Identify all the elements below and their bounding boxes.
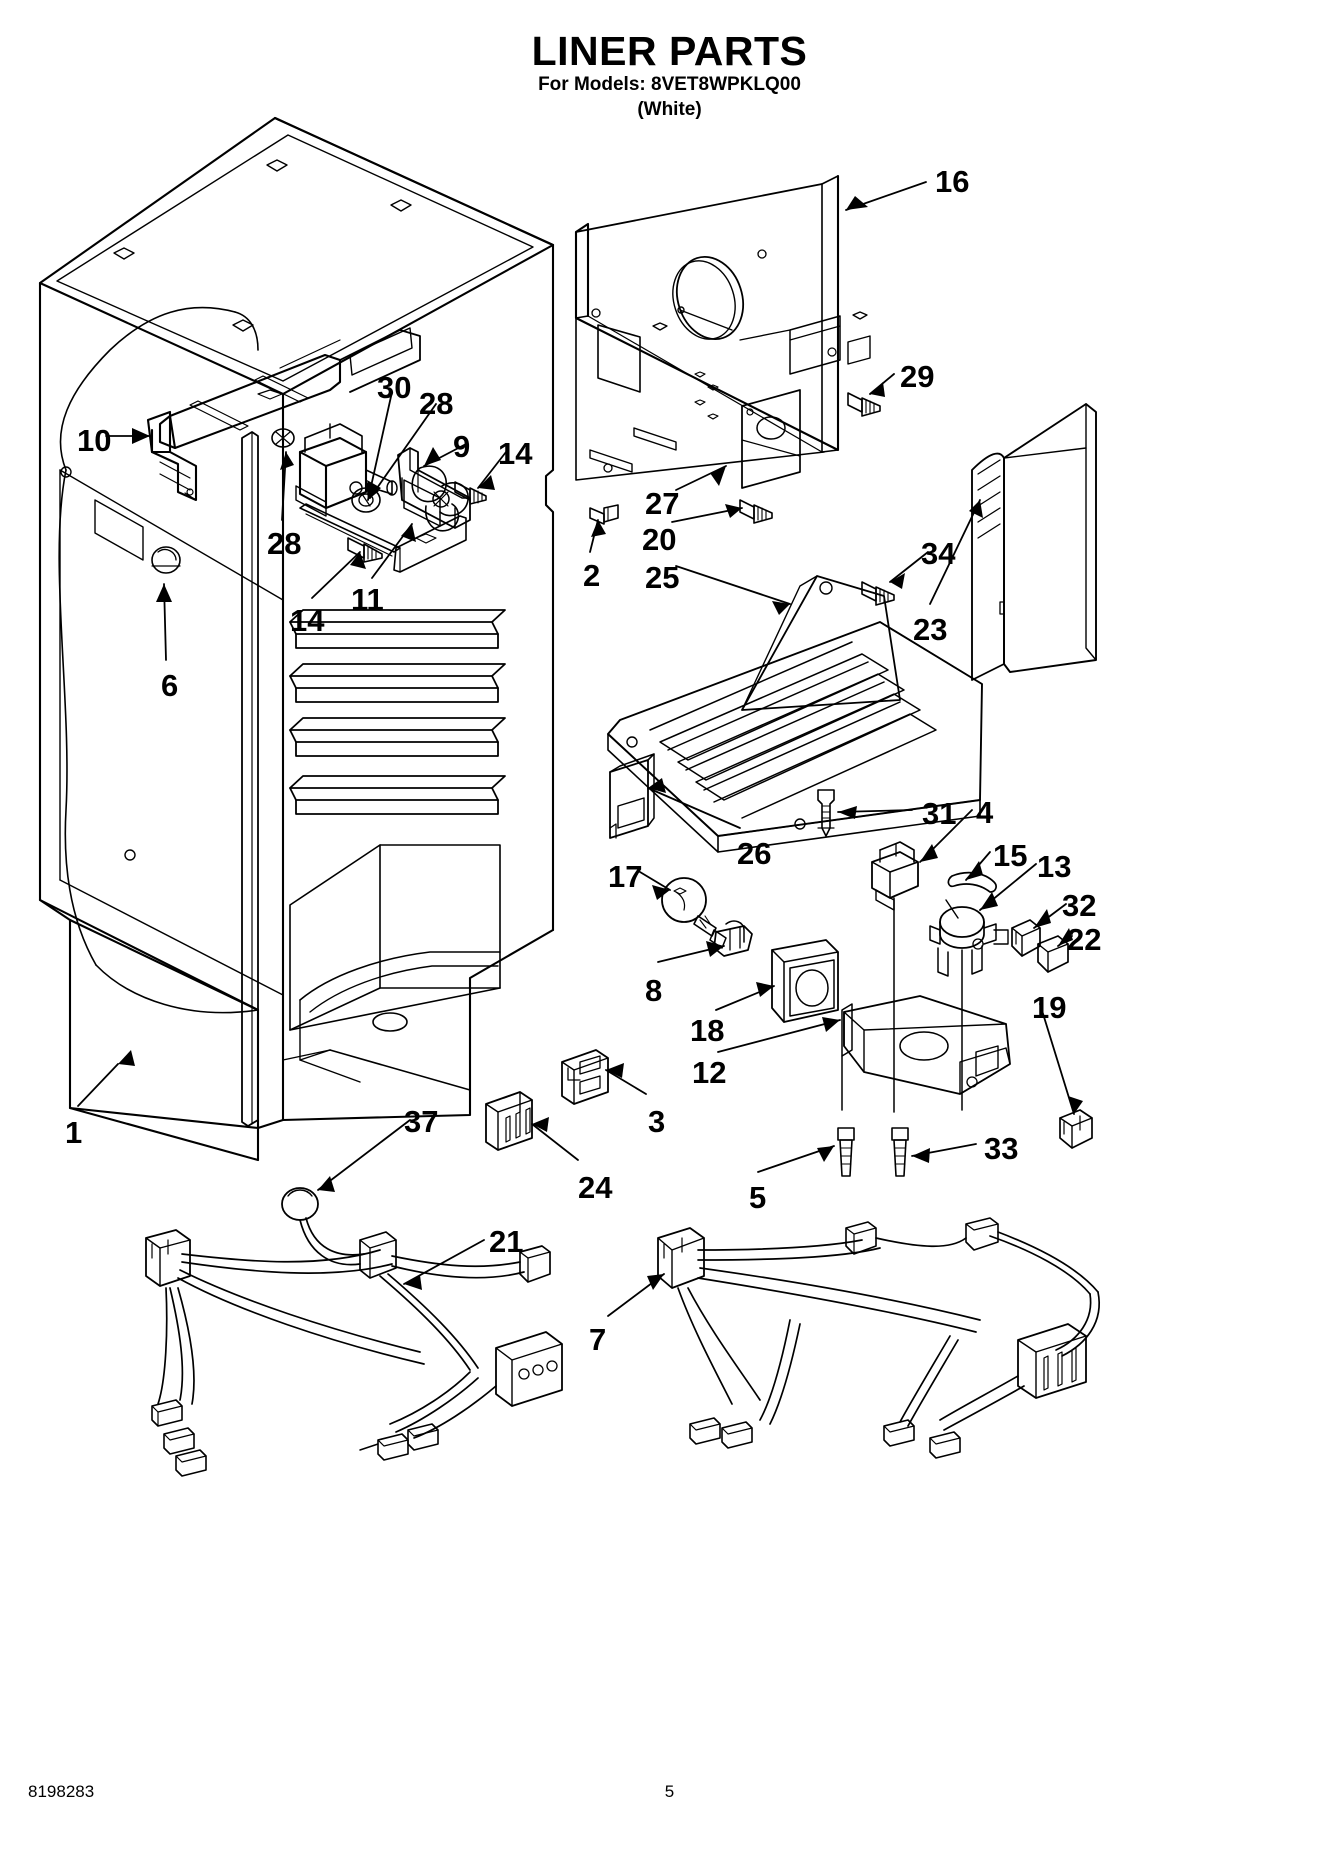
callout-28-left: 28: [267, 526, 302, 561]
callout-6: 6: [161, 668, 179, 703]
callout-5: 5: [749, 1180, 767, 1215]
callout-34: 34: [921, 536, 956, 571]
footer-part-number: 8198283: [28, 1782, 95, 1801]
callout-30: 30: [377, 370, 412, 405]
callout-37: 37: [404, 1104, 439, 1139]
callout-29: 29: [900, 359, 935, 394]
callout-18: 18: [690, 1013, 725, 1048]
callout-16: 16: [935, 164, 970, 199]
callout-28-top: 28: [419, 386, 454, 421]
callout-4: 4: [976, 795, 994, 830]
color-variant: (White): [637, 99, 702, 120]
callout-9: 9: [453, 429, 471, 464]
callout-32: 32: [1062, 888, 1097, 923]
callout-33: 33: [984, 1131, 1019, 1166]
callout-25: 25: [645, 560, 680, 595]
callout-3: 3: [648, 1104, 666, 1139]
callout-31: 31: [922, 796, 957, 831]
callout-19: 19: [1032, 990, 1067, 1025]
page-title: LINER PARTS: [531, 28, 808, 74]
callout-10: 10: [77, 423, 112, 458]
callout-27: 27: [645, 486, 680, 521]
callout-26: 26: [737, 836, 772, 871]
model-subtitle: For Models: 8VET8WPKLQ00: [538, 74, 801, 95]
callout-11: 11: [351, 582, 384, 617]
callout-17: 17: [608, 859, 643, 894]
callout-13: 13: [1037, 849, 1072, 884]
callout-20: 20: [642, 522, 677, 557]
callout-12: 12: [692, 1055, 727, 1090]
callout-2: 2: [583, 558, 601, 593]
callout-21: 21: [489, 1224, 524, 1259]
callout-24: 24: [578, 1170, 613, 1205]
callout-14-lower: 14: [290, 603, 325, 638]
callout-7: 7: [589, 1322, 607, 1357]
callout-1: 1: [65, 1115, 83, 1150]
callout-23: 23: [913, 612, 948, 647]
callout-22: 22: [1067, 922, 1102, 957]
callout-8: 8: [645, 973, 663, 1008]
footer-page-number: 5: [664, 1782, 675, 1801]
callout-14-top: 14: [498, 436, 533, 471]
callout-15: 15: [993, 838, 1028, 873]
